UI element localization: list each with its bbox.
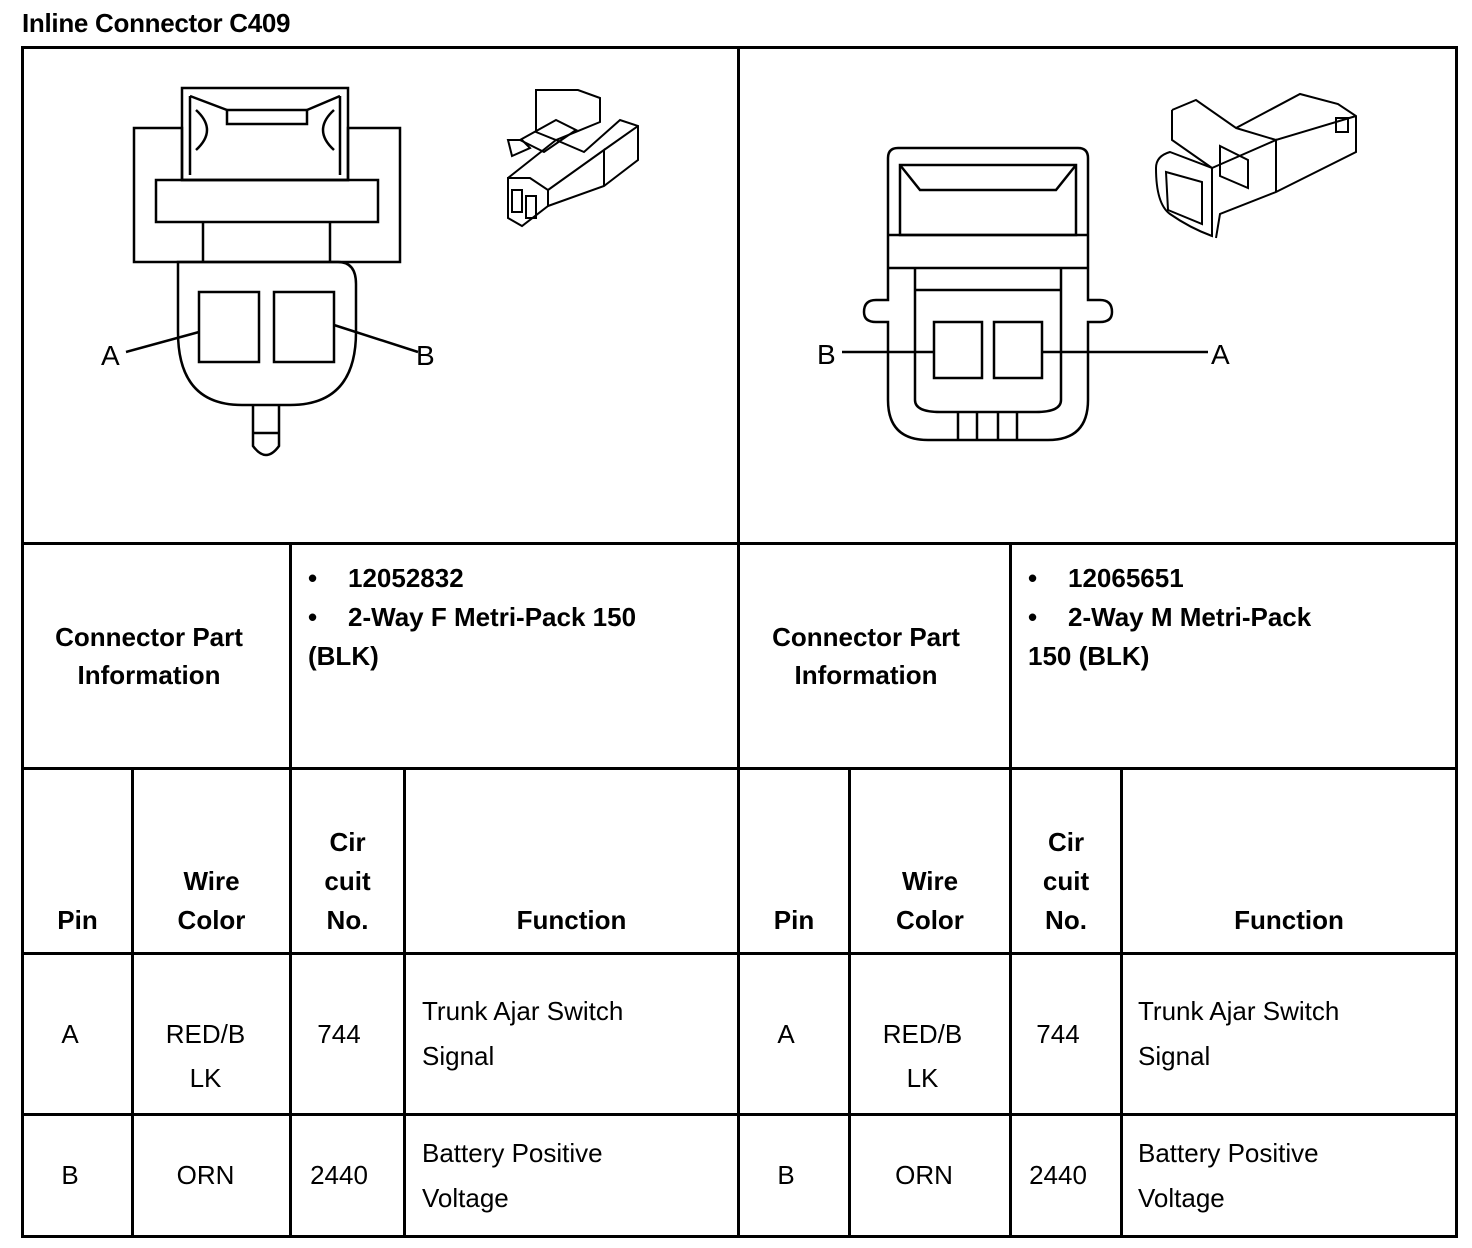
right-part-info: • 12065651 • 2-Way M Metri-Pack 150 (BLK)	[1028, 559, 1448, 676]
left-part-info-label: Connector Part Information	[55, 622, 243, 690]
circuit-cell: 2440	[310, 1160, 368, 1190]
bullet-icon: •	[308, 563, 318, 593]
left-description-line1: 2-Way F Metri-Pack 150	[348, 602, 637, 632]
right-part-number: 12065651	[1068, 563, 1184, 593]
left-description-line2: (BLK)	[308, 641, 379, 671]
circuit-cell: 744	[317, 1019, 361, 1049]
bullet-icon: •	[308, 602, 318, 632]
wire-color-cell: ORN	[176, 1160, 235, 1190]
bullet-icon: •	[1028, 602, 1038, 632]
pin-cell: A	[777, 1019, 795, 1049]
left-part-number: 12052832	[348, 563, 464, 593]
circuit-cell: 744	[1036, 1019, 1080, 1049]
circuit-cell: 2440	[1029, 1160, 1087, 1190]
pin-cell: B	[61, 1160, 79, 1190]
female-pin-a-callout: A	[101, 340, 120, 371]
right-description-line2: 150 (BLK)	[1028, 641, 1150, 671]
left-header-pin: Pin	[57, 905, 98, 935]
male-pin-b-callout: B	[817, 339, 836, 370]
page-title: Inline Connector C409	[22, 8, 291, 38]
wire-color-cell: ORN	[895, 1160, 953, 1190]
left-header-function: Function	[516, 905, 627, 935]
right-description-line1: 2-Way M Metri-Pack	[1068, 602, 1312, 632]
pin-cell: B	[777, 1160, 795, 1190]
male-pin-a-callout: A	[1211, 339, 1230, 370]
bullet-icon: •	[1028, 563, 1038, 593]
right-part-info-label: Connector Part Information	[772, 622, 960, 690]
pin-cell: A	[61, 1019, 79, 1049]
right-header-pin: Pin	[773, 905, 815, 935]
right-header-function: Function	[1234, 905, 1344, 935]
male-connector-face-drawing	[842, 92, 1357, 442]
female-pin-b-callout: B	[416, 340, 435, 371]
left-part-info: • 12052832 • 2-Way F Metri-Pack 150 (BLK)	[308, 559, 728, 676]
female-connector-face-drawing	[125, 86, 639, 457]
